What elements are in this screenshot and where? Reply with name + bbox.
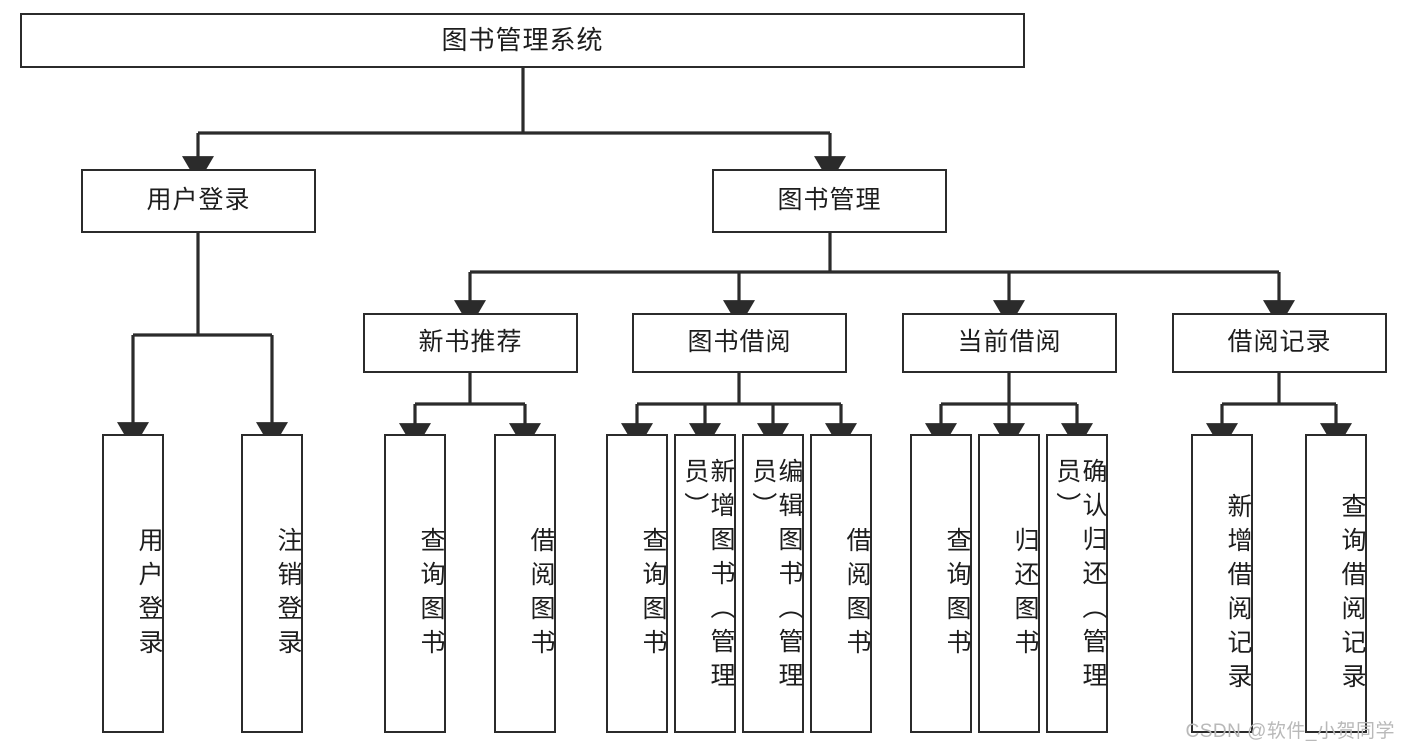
leaf-current-borrow-confirm-return-admin[interactable]: 确认归还（管理员） — [1046, 434, 1108, 733]
node-label: 当前借阅 — [957, 328, 1062, 357]
leaf-new-book-query-book[interactable]: 查询图书 — [384, 434, 446, 733]
node-label: 图书借阅 — [687, 328, 792, 357]
node-label: 新书推荐 — [418, 328, 523, 357]
node-label: 归还图书 — [1011, 526, 1039, 663]
leaf-book-borrow-query-book[interactable]: 查询图书 — [606, 434, 668, 733]
node-label: 借阅记录 — [1227, 328, 1332, 357]
node-label: 图书管理 — [777, 186, 882, 215]
leaf-borrow-record-query-record[interactable]: 查询借阅记录 — [1305, 434, 1367, 733]
leaf-user-login-logout[interactable]: 注销登录 — [241, 434, 303, 733]
leaf-borrow-record-add-record[interactable]: 新增借阅记录 — [1191, 434, 1253, 733]
node-label: 查询图书 — [417, 526, 445, 663]
csdn-watermark: CSDN @软件_小贺同学 — [1185, 721, 1395, 742]
node-label: 查询图书 — [639, 526, 667, 663]
node-root-book-management-system[interactable]: 图书管理系统 — [20, 13, 1025, 68]
node-label: 编辑图书（管理员） — [748, 458, 803, 696]
leaf-book-borrow-edit-book-admin[interactable]: 编辑图书（管理员） — [742, 434, 804, 733]
leaf-current-borrow-query-book[interactable]: 查询图书 — [910, 434, 972, 733]
leaf-new-book-borrow-book[interactable]: 借阅图书 — [494, 434, 556, 733]
leaf-book-borrow-borrow-book[interactable]: 借阅图书 — [810, 434, 872, 733]
node-label: 借阅图书 — [527, 526, 555, 663]
node-current-borrow[interactable]: 当前借阅 — [902, 313, 1117, 373]
node-label: 借阅图书 — [843, 526, 871, 663]
node-book-management[interactable]: 图书管理 — [712, 169, 947, 233]
node-label: 新增图书（管理员） — [680, 458, 735, 696]
node-label: 用户登录 — [146, 186, 251, 215]
node-borrow-record[interactable]: 借阅记录 — [1172, 313, 1387, 373]
node-label: 新增借阅记录 — [1224, 492, 1252, 697]
leaf-book-borrow-add-book-admin[interactable]: 新增图书（管理员） — [674, 434, 736, 733]
node-user-login[interactable]: 用户登录 — [81, 169, 316, 233]
node-label: 查询图书 — [943, 526, 971, 663]
node-book-borrow[interactable]: 图书借阅 — [632, 313, 847, 373]
node-label: 确认归还（管理员） — [1052, 458, 1107, 696]
leaf-user-login-login[interactable]: 用户登录 — [102, 434, 164, 733]
node-new-book-recommend[interactable]: 新书推荐 — [363, 313, 578, 373]
node-label: 查询借阅记录 — [1338, 492, 1366, 697]
node-label: 注销登录 — [274, 526, 302, 663]
node-label: 用户登录 — [135, 526, 163, 663]
leaf-current-borrow-return-book[interactable]: 归还图书 — [978, 434, 1040, 733]
node-label: 图书管理系统 — [441, 25, 604, 56]
